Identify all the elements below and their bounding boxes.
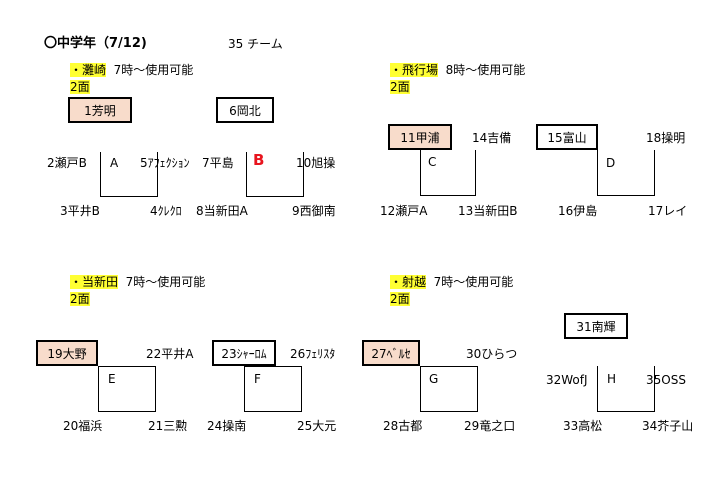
team-box-1: 1芳明 (68, 97, 132, 123)
bracket-a (100, 152, 158, 197)
team-box-19: 19大野 (36, 340, 98, 366)
team-box-23: 23ｼｬｰﾛﾑ (212, 340, 276, 366)
team-28: 28古都 (383, 419, 423, 433)
team-3: 3平井B (60, 204, 100, 218)
block-label-g: G (429, 372, 439, 386)
team-box-31: 31南輝 (564, 313, 628, 339)
team-17: 17レイ (648, 204, 688, 218)
bracket-b (246, 152, 304, 197)
block-label-b: B (253, 151, 265, 169)
team-20: 20福浜 (63, 419, 103, 433)
team-8: 8当新田A (196, 204, 248, 218)
bracket-f (244, 366, 302, 412)
bracket-c (420, 150, 476, 196)
team-14: 14吉備 (472, 131, 512, 145)
team-30: 30ひらつ (466, 347, 518, 361)
venue-courts: 2面 (390, 292, 410, 306)
venue-name: ・灘崎 (70, 63, 107, 77)
team-box-15: 15富山 (536, 124, 598, 150)
bracket-g (420, 366, 478, 412)
venue-time: 7時～使用可能 (433, 275, 514, 289)
team-25: 25大元 (297, 419, 337, 433)
team-32: 32WofJ (546, 373, 588, 387)
venue-toshinden: ・当新田 7時～使用可能 (70, 275, 205, 289)
team-9: 9西御南 (292, 204, 336, 218)
venue-name: ・当新田 (70, 275, 119, 289)
team-13: 13当新田B (458, 204, 518, 218)
team-29: 29竜之口 (464, 419, 516, 433)
venue-time: 7時～使用可能 (125, 275, 206, 289)
team-box-6: 6岡北 (216, 97, 274, 123)
venue-courts: 2面 (70, 80, 90, 94)
venue-courts: 2面 (70, 292, 90, 306)
team-12: 12瀬戸A (380, 204, 428, 218)
team-24: 24操南 (207, 419, 247, 433)
venue-courts: 2面 (390, 80, 410, 94)
bracket-d (597, 150, 655, 196)
team-33: 33高松 (563, 419, 603, 433)
venue-hikojo: ・飛行場 8時～使用可能 (390, 63, 525, 77)
block-label-h: H (607, 372, 617, 386)
team-5: 5ｱﾌｪｸｼｮﾝ (140, 156, 190, 170)
block-label-f: F (254, 372, 261, 386)
team-26: 26ﾌｪﾘｽﾀ (290, 347, 336, 361)
team-21: 21三勲 (148, 419, 188, 433)
block-label-a: A (110, 156, 119, 170)
block-label-e: E (108, 372, 116, 386)
venue-time: 8時～使用可能 (445, 63, 526, 77)
team-count: 35 チーム (228, 37, 283, 51)
block-label-d: D (606, 156, 616, 170)
venue-igoshi: ・射越 7時～使用可能 (390, 275, 513, 289)
team-16: 16伊島 (558, 204, 598, 218)
block-label-c: C (428, 155, 437, 169)
team-box-27: 27ﾍﾞﾙｾ (362, 340, 420, 366)
venue-nadasaki: ・灘崎 7時～使用可能 (70, 63, 193, 77)
team-34: 34芥子山 (642, 419, 694, 433)
team-4: 4ｸﾚｸﾛ (150, 204, 182, 218)
team-box-11: 11甲浦 (388, 124, 452, 150)
team-10: 10旭操 (296, 156, 336, 170)
venue-name: ・飛行場 (390, 63, 439, 77)
team-18: 18操明 (646, 131, 686, 145)
venue-time: 7時～使用可能 (113, 63, 194, 77)
team-35: 35OSS (646, 373, 686, 387)
team-22: 22平井A (146, 347, 194, 361)
bracket-h (597, 366, 655, 412)
team-2: 2瀬戸B (47, 156, 87, 170)
page-title: 〇中学年（7/12) (44, 36, 147, 51)
team-7: 7平島 (202, 156, 234, 170)
venue-name: ・射越 (390, 275, 427, 289)
bracket-e (98, 366, 156, 412)
